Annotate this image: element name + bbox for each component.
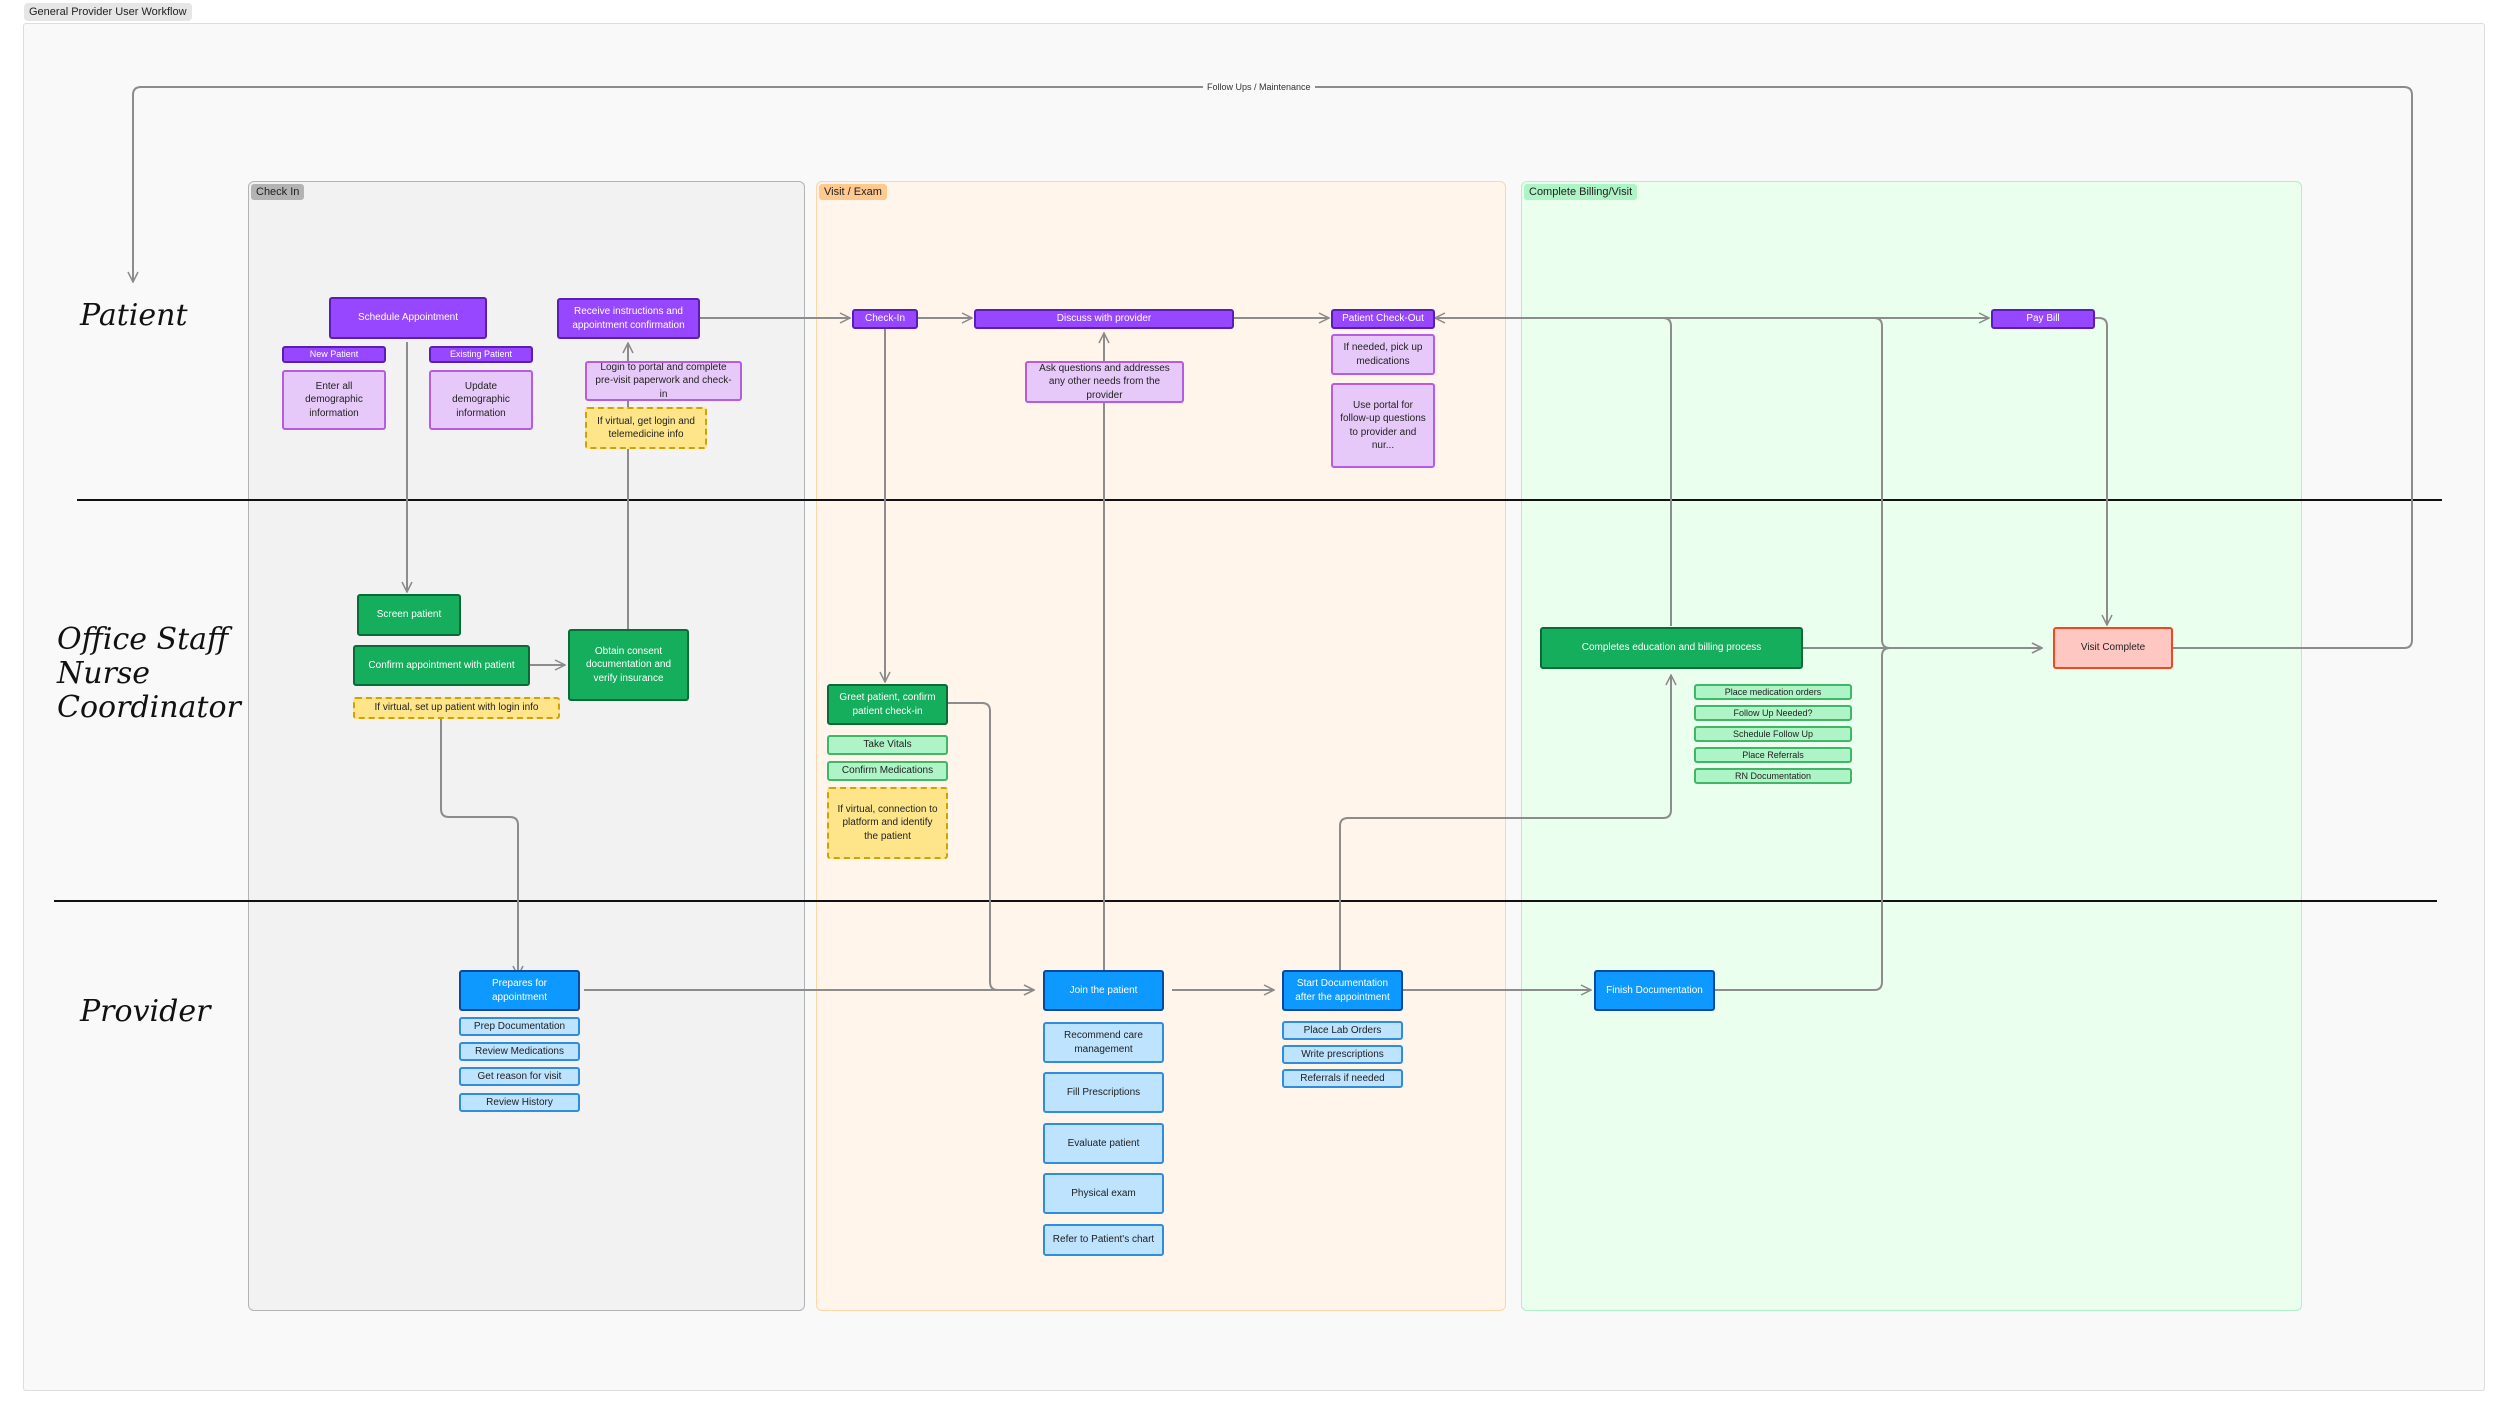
refer-chart-node[interactable]: Refer to Patient's chart: [1043, 1224, 1164, 1256]
ask-questions-node[interactable]: Ask questions and addresses any other ne…: [1025, 361, 1184, 403]
screen-patient-node[interactable]: Screen patient: [357, 594, 461, 636]
confirm-appointment-node[interactable]: Confirm appointment with patient: [353, 645, 530, 686]
lane-staff-title-line-3: Coordinator: [57, 690, 241, 725]
confirm-medications-node[interactable]: Confirm Medications: [827, 761, 948, 781]
follow-up-needed-node[interactable]: Follow Up Needed?: [1694, 705, 1852, 721]
frame-title: General Provider User Workflow: [24, 3, 192, 21]
section-check-in-label: Check In: [251, 184, 305, 200]
section-visit-exam-label: Visit / Exam: [819, 184, 887, 200]
prepares-appointment-node[interactable]: Prepares for appointment: [459, 970, 580, 1011]
start-documentation-node[interactable]: Start Documentation after the appointmen…: [1282, 970, 1403, 1011]
place-referrals-node[interactable]: Place Referrals: [1694, 747, 1852, 763]
virtual-login-sticky[interactable]: If virtual, get login and telemedicine i…: [585, 407, 707, 449]
connector-paybill-to-visit-complete: [2069, 317, 2107, 625]
prep-documentation-node[interactable]: Prep Documentation: [459, 1017, 580, 1036]
place-lab-orders-node[interactable]: Place Lab Orders: [1282, 1021, 1403, 1040]
referrals-if-needed-node[interactable]: Referrals if needed: [1282, 1069, 1403, 1088]
lane-staff-title-line-2: Nurse: [57, 656, 151, 691]
write-prescriptions-node[interactable]: Write prescriptions: [1282, 1045, 1403, 1064]
greet-patient-node[interactable]: Greet patient, confirm patient check-in: [827, 684, 948, 725]
check-in-node[interactable]: Check-In: [852, 309, 918, 329]
join-patient-node[interactable]: Join the patient: [1043, 970, 1164, 1011]
review-history-node[interactable]: Review History: [459, 1093, 580, 1112]
pay-bill-node[interactable]: Pay Bill: [1991, 309, 2095, 329]
fill-prescriptions-node[interactable]: Fill Prescriptions: [1043, 1072, 1164, 1113]
take-vitals-node[interactable]: Take Vitals: [827, 735, 948, 755]
existing-patient-tag[interactable]: Existing Patient: [429, 346, 533, 363]
schedule-appointment-node[interactable]: Schedule Appointment: [329, 297, 487, 339]
pick-up-medications-node[interactable]: If needed, pick up medications: [1331, 334, 1435, 375]
get-reason-node[interactable]: Get reason for visit: [459, 1067, 580, 1086]
enter-demographic-node[interactable]: Enter all demographic information: [282, 370, 386, 430]
lane-patient-title: Patient: [80, 298, 188, 333]
section-complete-billing-label: Complete Billing/Visit: [1524, 184, 1638, 200]
finish-documentation-node[interactable]: Finish Documentation: [1594, 970, 1715, 1011]
update-demographic-node[interactable]: Update demographic information: [429, 370, 533, 430]
connector-checkout-to-visit-complete: [1435, 317, 1891, 649]
section-complete-billing: Complete Billing/Visit: [1521, 181, 2302, 1311]
connector-follow-ups-loop: [133, 86, 2413, 649]
use-portal-node[interactable]: Use portal for follow-up questions to pr…: [1331, 383, 1435, 468]
virtual-setup-sticky[interactable]: If virtual, set up patient with login in…: [353, 697, 560, 719]
receive-instructions-node[interactable]: Receive instructions and appointment con…: [557, 298, 700, 339]
virtual-connection-sticky[interactable]: If virtual, connection to platform and i…: [827, 787, 948, 859]
completes-education-node[interactable]: Completes education and billing process: [1540, 627, 1803, 669]
connector-documentation-to-education: [1339, 675, 1671, 977]
review-medications-node[interactable]: Review Medications: [459, 1042, 580, 1061]
connector-greet-to-join: [946, 702, 1034, 990]
physical-exam-node[interactable]: Physical exam: [1043, 1173, 1164, 1214]
obtain-consent-node[interactable]: Obtain consent documentation and verify …: [568, 629, 689, 701]
lane-staff-title-line-1: Office Staff: [57, 622, 229, 657]
discuss-provider-node[interactable]: Discuss with provider: [974, 309, 1234, 329]
new-patient-tag[interactable]: New Patient: [282, 346, 386, 363]
lane-provider-title: Provider: [80, 994, 211, 1029]
visit-complete-node[interactable]: Visit Complete: [2053, 627, 2173, 669]
evaluate-patient-node[interactable]: Evaluate patient: [1043, 1123, 1164, 1164]
rn-documentation-node[interactable]: RN Documentation: [1694, 768, 1852, 784]
login-portal-node[interactable]: Login to portal and complete pre-visit p…: [585, 361, 742, 401]
connector-confirm-to-prepares: [440, 704, 518, 976]
follow-ups-label: Follow Ups / Maintenance: [1203, 80, 1315, 94]
place-medication-orders-node[interactable]: Place medication orders: [1694, 684, 1852, 700]
schedule-follow-up-node[interactable]: Schedule Follow Up: [1694, 726, 1852, 742]
diagram-canvas: Check In Visit / Exam Complete Billing/V…: [23, 23, 2485, 1391]
recommend-care-node[interactable]: Recommend care management: [1043, 1022, 1164, 1063]
connector-education-to-checkout: [1435, 318, 1672, 626]
patient-checkout-node[interactable]: Patient Check-Out: [1331, 309, 1435, 329]
